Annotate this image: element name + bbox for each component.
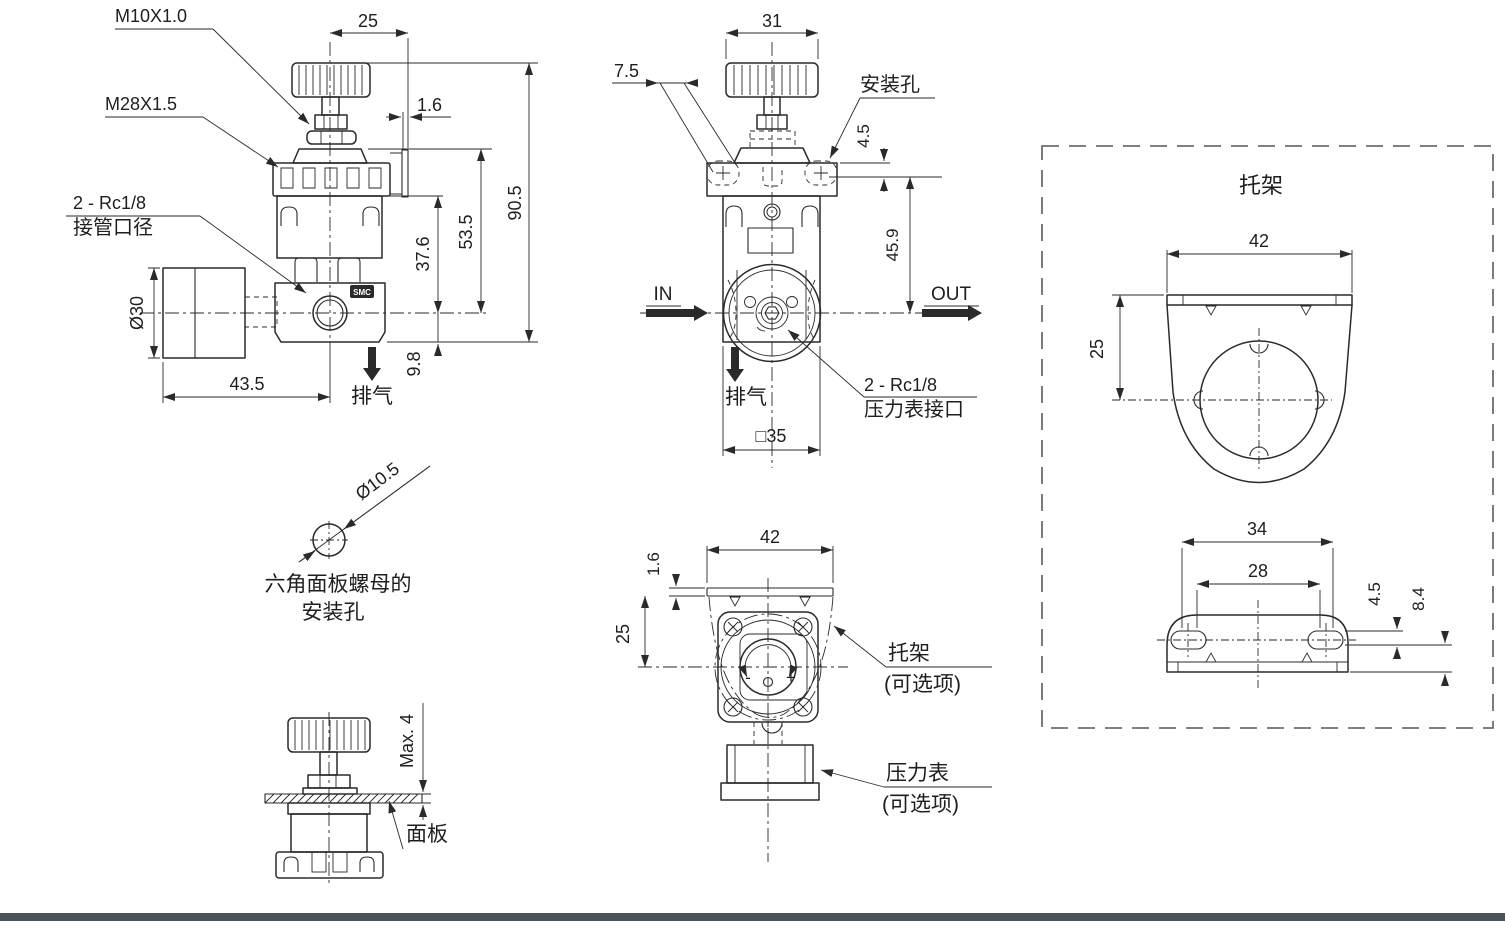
bracket-detail-title: 托架 [1239,173,1283,198]
bonnet-ring-panel-view [275,851,384,879]
gauge-option-note: (可选项) [882,793,959,816]
gauge-port-hex [764,306,780,320]
bracket-body-front [1166,304,1353,484]
gauge-option-label: 压力表 [886,762,949,785]
page-divider-bar [0,913,1505,921]
port-name-label: 接管口径 [73,216,153,239]
in-flow-arrow [646,309,694,317]
valve-body [274,282,386,343]
bracket-plate-edge [401,149,409,198]
out-flow-arrow [922,309,968,317]
dim-34: 34 [1247,519,1267,539]
panel-mount-view: Max. 4 面板 [264,703,448,886]
dim-25-bracket: 25 [1087,339,1107,359]
brand-badge [350,285,374,298]
knob-plus: + [786,668,796,687]
gauge-port-name-label: 压力表接口 [864,398,964,421]
dim-28: 28 [1248,561,1268,581]
in-label: IN [654,284,673,305]
panel-nut-caption-1: 六角面板螺母的 [265,573,412,596]
dim-53-5: 53.5 [456,214,476,249]
side-view: IN OUT 排气 31 7.5 安装孔 4.5 45.9 □35 2 - Rc… [612,11,982,468]
dim-37-6: 37.6 [413,236,433,271]
port-count-label: 2 - Rc1/8 [73,193,146,213]
dim-42-top: 42 [760,527,780,547]
dim-25-top: 25 [613,624,633,644]
dim-max4: Max. 4 [397,714,417,768]
panel-nut-hole-detail: Ø10.5 六角面板螺母的 安装孔 [265,458,431,624]
thread-bonnet-label: M28X1.5 [105,94,177,114]
dim-8-4-bracket: 8.4 [1409,587,1428,611]
dim-90-5: 90.5 [505,185,525,220]
thread-knob-label: M10X1.0 [115,6,187,26]
dim-45-9: 45.9 [883,228,902,261]
dim-9-8: 9.8 [404,351,424,376]
dim-gauge-dia: Ø30 [127,296,147,330]
dim-43-5: 43.5 [229,374,264,394]
bracket-plate-front [1166,294,1353,306]
mounting-slot-left [706,160,740,186]
knob-minus: - [745,668,751,687]
panel-nut-caption-2: 安装孔 [302,601,365,624]
dim-1-6-top: 1.6 [644,552,663,576]
piping-port [312,295,348,331]
gauge-port-count-label: 2 - Rc1/8 [864,375,937,395]
bracket-detail: 托架 42 25 34 28 4.5 [1041,145,1494,729]
bracket-base-plate [1166,614,1349,673]
exhaust-label-side: 排气 [725,386,767,409]
mounting-slot-right [804,160,838,186]
panel-locknut [306,130,357,145]
detail-frame [1041,145,1494,729]
front-view: SMC 排气 25 1.6 90.5 53.5 37.6 9.8 Ø30 43 [66,6,538,408]
valve-body-side [722,195,821,343]
dim-31: 31 [762,11,782,31]
out-label: OUT [931,284,972,305]
top-view: - + 42 1.6 25 托架 (可选项) 压力表 (可选项) [613,527,992,862]
exhaust-label: 排气 [351,385,393,408]
dim-7-5: 7.5 [614,61,639,81]
exhaust-arrow-side [731,347,739,369]
panel-label: 面板 [406,823,448,846]
corner-screws [723,617,813,717]
mounting-hole-label: 安装孔 [860,73,920,96]
bracket-option-note: (可选项) [884,673,961,696]
dim-1-6: 1.6 [417,95,442,115]
dim-4-5-bracket: 4.5 [1365,582,1384,606]
adjust-knob [291,62,371,98]
gauge-top [726,744,814,784]
dim-42-bracket: 42 [1249,231,1269,251]
dim-25: 25 [358,11,378,31]
dim-4-5: 4.5 [854,124,873,148]
bracket-option-label: 托架 [888,642,930,665]
exhaust-arrow [368,347,376,368]
dim-10-5: Ø10.5 [352,458,403,503]
gauge-mount-face [722,263,822,363]
brand-badge-label: SMC [353,288,371,297]
dim-sq35: □35 [756,426,787,446]
